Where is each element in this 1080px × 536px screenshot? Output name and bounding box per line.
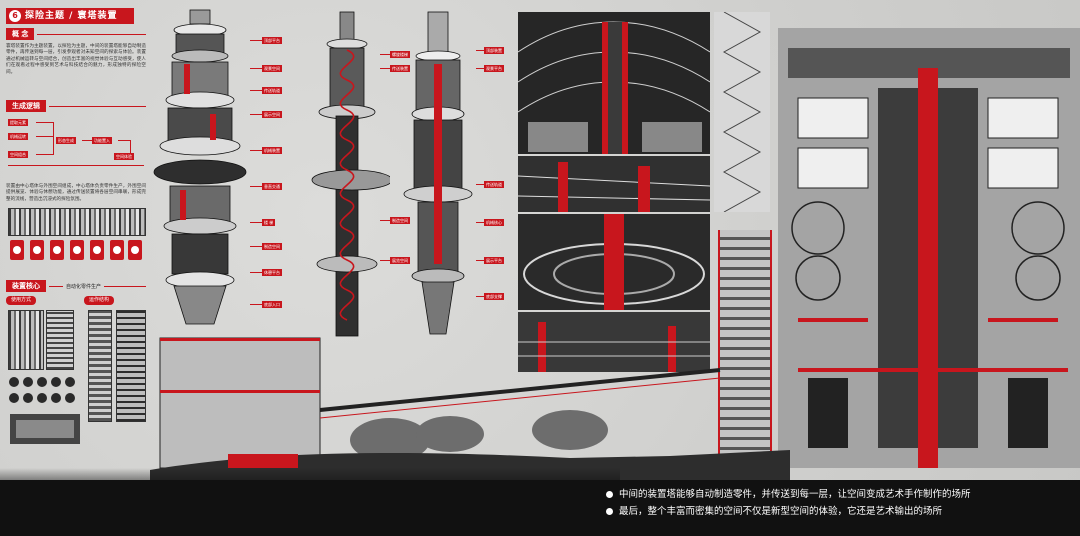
caption-2: 最后，整个丰富而密集的空间不仅是新型空间的体验，它还是艺术输出的场所	[606, 505, 942, 519]
flow-connector	[130, 140, 131, 153]
heading-rule	[37, 33, 146, 35]
bullet-icon	[606, 491, 613, 498]
method-frame-image	[46, 310, 74, 370]
flow-box: 形态生成	[56, 137, 76, 144]
concept-text: 寰塔装置作为主题装置，以探险为主题，中间的装置塔能够自动制造零件，再传送到每一层…	[6, 44, 146, 75]
tower-elevation-section	[403, 11, 473, 335]
process-image-strip	[8, 208, 146, 236]
callout-label: 展示空间	[262, 111, 282, 118]
interior-render-conveyor	[518, 156, 710, 212]
callout-label: 顶部装置	[484, 47, 504, 54]
concept-section: 概 念 寰塔装置作为主题装置，以探险为主题，中间的装置塔能够自动制造零件，再传送…	[6, 28, 146, 76]
flow-box: 空间组合	[8, 151, 28, 158]
flow-box: 机械运转	[8, 133, 28, 140]
flow-connector	[36, 154, 54, 155]
callout-label: 传送装置	[390, 65, 410, 72]
callout-label: 展示平台	[484, 257, 504, 264]
flow-connector	[36, 136, 54, 137]
tower1-callouts: 顶部平台 观景空间 传送轨道 展示空间 机械装置 垂直交通 楼 梯 制造空间 休…	[250, 10, 290, 330]
callout-label: 机械装置	[262, 147, 282, 154]
flow-connector	[53, 122, 54, 155]
callout-label: 顶部平台	[262, 37, 282, 44]
concept-heading: 概 念	[6, 28, 35, 40]
bullet-icon	[606, 508, 613, 515]
core-section-header: 装置核心 自动化零件生产	[6, 280, 146, 292]
callout-label: 观景平台	[484, 65, 504, 72]
board-title: 探险主题 / 寰塔装置	[25, 11, 118, 21]
caption-1: 中间的装置塔能够自动制造零件，并传送到每一层，让空间变成艺术手作制作的场所	[606, 488, 971, 502]
tower-spiral-perspective	[311, 11, 390, 337]
generation-text: 装置由中心塔体与外围空间组成，中心塔体负责零件生产，外围空间提供展览、体验与休憩…	[6, 184, 146, 202]
callout-label: 机械核心	[484, 219, 504, 226]
tower-exploded-axonometric	[153, 9, 247, 325]
landscape-section-render	[150, 337, 790, 480]
interior-render-spiral	[518, 214, 710, 310]
callout-label: 制造空间	[262, 243, 282, 250]
interior-render-atrium	[518, 12, 710, 154]
generation-flow-diagram: 提取元素 机械运转 空间组合 形态生成 功能置入 空间体验	[6, 115, 146, 175]
flow-connector	[118, 140, 130, 141]
structure-section-image	[88, 310, 112, 422]
flow-box: 提取元素	[8, 119, 28, 126]
callout-label: 展览空间	[390, 257, 410, 264]
tower2-callouts: 螺旋楼梯 传送装置 制造空间 展览空间	[380, 40, 410, 300]
callout-label: 休憩平台	[262, 269, 282, 276]
section-number-badge: 6	[9, 10, 21, 22]
process-icons-row	[10, 240, 142, 260]
structure-heading: 运作结构	[84, 296, 115, 305]
flow-connector	[82, 140, 92, 141]
flow-connector	[36, 122, 54, 123]
core-panels: 使用方式 运作结构	[6, 296, 146, 454]
callout-label: 制造空间	[390, 217, 410, 224]
flow-box: 空间体验	[114, 153, 134, 160]
callout-label: 螺旋楼梯	[390, 51, 410, 58]
method-heading: 使用方式	[6, 296, 37, 305]
callout-label: 传送轨道	[484, 181, 504, 188]
generation-heading: 生成逻辑	[6, 100, 46, 112]
parts-array	[9, 377, 80, 444]
lift-tower-render	[718, 230, 772, 460]
core-heading: 装置核心	[6, 280, 46, 292]
callout-label: 垂直交通	[262, 183, 282, 190]
core-subheading: 自动化零件生产	[66, 283, 102, 290]
stair-render	[714, 12, 770, 212]
tower3-callouts: 顶部装置 观景平台 传送轨道 机械核心 展示平台 底部支撑	[476, 40, 506, 310]
callout-label: 底部入口	[262, 301, 282, 308]
board-title-bar: 6 探险主题 / 寰塔装置	[6, 8, 134, 24]
structure-core-image	[116, 310, 146, 422]
flow-connector	[8, 165, 144, 166]
callout-label: 楼 梯	[262, 219, 276, 226]
callout-label: 观景空间	[262, 65, 282, 72]
building-section-render	[778, 28, 1080, 468]
callout-label: 传送轨道	[262, 87, 282, 94]
interior-render-workshop	[518, 312, 710, 372]
heading-rule	[49, 105, 146, 107]
generation-section: 生成逻辑	[6, 100, 146, 112]
callout-label: 底部支撑	[484, 293, 504, 300]
method-model-image	[8, 310, 44, 370]
flow-box: 功能置入	[92, 137, 112, 144]
